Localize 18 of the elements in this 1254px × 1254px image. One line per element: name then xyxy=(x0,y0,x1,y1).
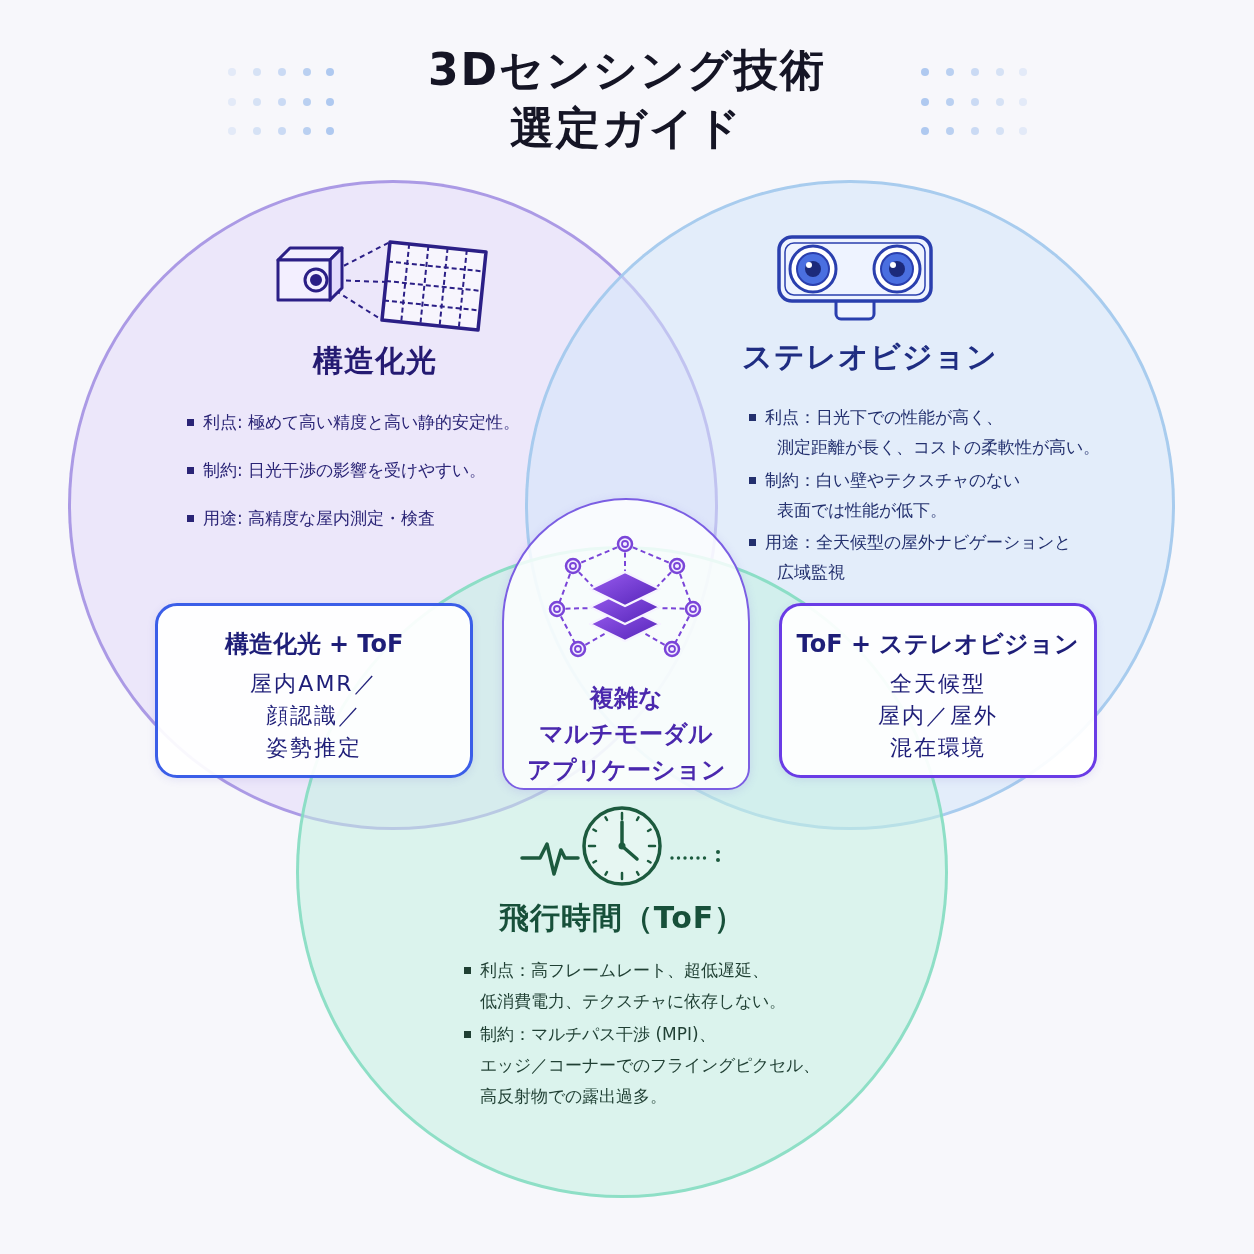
card-title: 複雑なマルチモーダルアプリケーション xyxy=(526,683,726,786)
bullet-text: 制約：白い壁やテクスチャのない表面では性能が低下。 xyxy=(765,469,1020,522)
bullet-text: 用途: 高精度な屋内測定・検査 xyxy=(203,507,436,530)
section-heading: 構造化光 xyxy=(313,342,437,380)
arch-card xyxy=(502,498,750,790)
bullet-text: 利点：日光下での性能が高く、測定距離が長く、コストの柔軟性が高い。 xyxy=(765,406,1100,459)
section-heading: ステレオビジョン xyxy=(742,338,998,376)
bullet-text: 利点：高フレームレート、超低遅延、低消費電力、テクスチャに依存しない。 xyxy=(480,959,786,1013)
bullet-text: 用途：全天候型の屋外ナビゲーションと広域監視 xyxy=(765,531,1071,584)
card-title: ToF + ステレオビジョン xyxy=(796,629,1080,660)
bullet-text: 制約: 日光干渉の影響を受けやすい。 xyxy=(203,459,487,482)
bullet-text: 制約：マルチパス干渉 (MPI)、エッジ／コーナーでのフライングピクセル、高反射物での露出過多。 xyxy=(480,1023,820,1108)
diagram-title: 3Dセンシング技術選定ガイド xyxy=(427,43,827,155)
bullet-text: 利点: 極めて高い精度と高い静的安定性。 xyxy=(203,411,521,434)
section-heading: 飛行時間（ToF） xyxy=(498,899,746,937)
card-title: 構造化光 + ToF xyxy=(224,629,404,660)
card-text: 全天候型屋内／屋外混在環境 xyxy=(878,670,998,762)
card-text: 屋内AMR／顔認識／姿勢推定 xyxy=(250,670,378,762)
